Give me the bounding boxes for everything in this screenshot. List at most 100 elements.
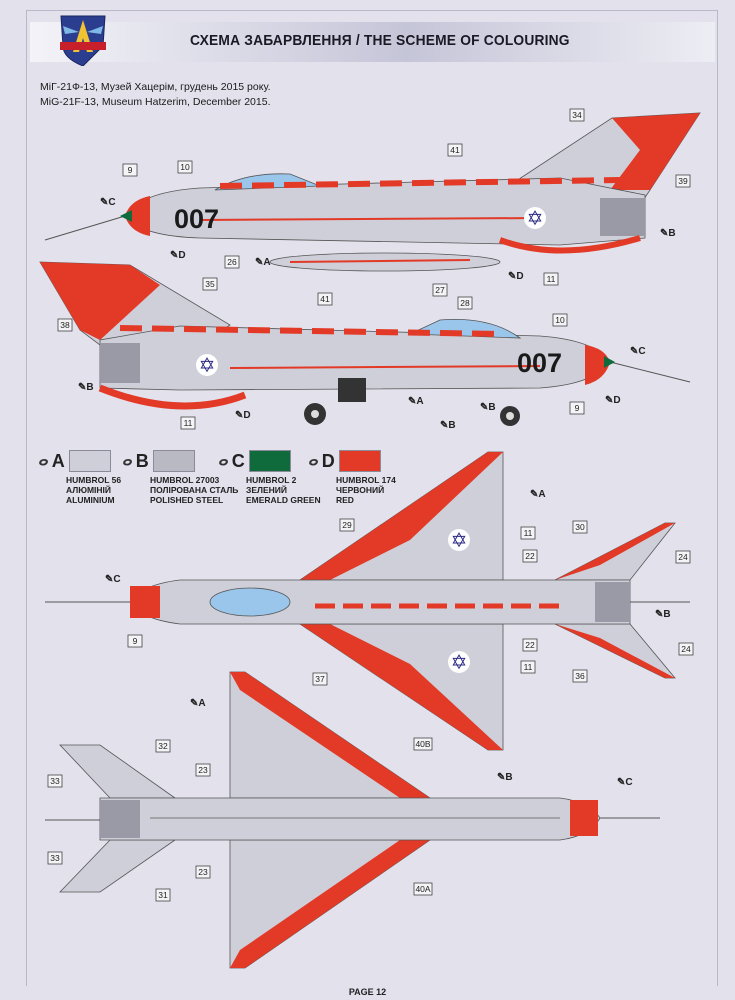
header-bar [30, 22, 715, 62]
brush-icon: ⴰ [38, 452, 48, 469]
star-of-david-icon: ✡ [527, 208, 544, 230]
swatch-b [152, 450, 195, 472]
brush-icon: ⴰ [308, 452, 318, 469]
swatch-d [338, 450, 381, 472]
svg-text:40A: 40A [415, 884, 430, 894]
side-number-left: 007 [174, 204, 219, 234]
paint-marker-a: ✎A [190, 698, 206, 709]
paint-markers: ✎C✎D✎A✎B✎D✎B✎B✎A✎B✎D✎C✎D✎A✎C✎B✎A✎B✎C [78, 197, 676, 788]
callout-22: 22 [522, 638, 538, 652]
paint-marker-c: ✎C [617, 777, 633, 788]
side-number-right: 007 [517, 348, 562, 378]
svg-text:29: 29 [342, 520, 352, 530]
callout-24: 24 [678, 642, 694, 656]
svg-text:33: 33 [50, 776, 60, 786]
svg-text:38: 38 [60, 320, 70, 330]
svg-text:24: 24 [681, 644, 691, 654]
callout-11: 11 [543, 272, 559, 286]
paint-marker-a: ✎A [255, 257, 271, 268]
callout-31: 31 [155, 888, 171, 902]
paint-marker-d: ✎D [235, 410, 251, 421]
aircraft-caption: МіГ-21Ф-13, Музей Хацерім, грудень 2015 … [40, 80, 271, 110]
svg-text:23: 23 [198, 765, 208, 775]
paint-marker-b: ✎B [440, 420, 456, 431]
bottom-view [45, 671, 660, 969]
callout-11: 11 [520, 526, 536, 540]
svg-text:11: 11 [547, 274, 556, 284]
callout-40A: 40A [413, 882, 433, 896]
svg-text:27: 27 [435, 285, 445, 295]
svg-text:9: 9 [128, 165, 133, 175]
svg-text:34: 34 [572, 110, 582, 120]
svg-text:22: 22 [525, 640, 535, 650]
paint-marker-b: ✎B [655, 609, 671, 620]
callout-27: 27 [432, 283, 448, 297]
callout-36: 36 [572, 669, 588, 683]
svg-text:39: 39 [678, 176, 688, 186]
page-frame [26, 10, 718, 986]
paint-marker-b: ✎B [480, 402, 496, 413]
swatch-c [248, 450, 291, 472]
caption-english: MiG-21F-13, Museum Hatzerim, December 20… [40, 96, 271, 108]
callout-30: 30 [572, 520, 588, 534]
paint-marker-c: ✎C [630, 346, 646, 357]
star-of-david-icon: ✡ [451, 652, 468, 674]
side-view-left: 007 ✡ [44, 112, 701, 272]
svg-text:31: 31 [158, 890, 168, 900]
svg-text:32: 32 [158, 741, 168, 751]
callout-29: 29 [339, 518, 355, 532]
paint-marker-d: ✎D [605, 395, 621, 406]
svg-text:11: 11 [524, 528, 533, 538]
callout-9: 9 [569, 401, 585, 415]
callout-41: 41 [317, 292, 333, 306]
callout-35: 35 [202, 277, 218, 291]
callout-39: 39 [675, 174, 691, 188]
callout-33: 33 [47, 851, 63, 865]
callout-24: 24 [675, 550, 691, 564]
svg-text:41: 41 [450, 145, 460, 155]
paint-marker-d: ✎D [170, 250, 186, 261]
callout-26: 26 [224, 255, 240, 269]
page-number: PAGE 12 [348, 987, 387, 997]
svg-text:23: 23 [198, 867, 208, 877]
callout-10: 10 [552, 313, 568, 327]
svg-text:37: 37 [315, 674, 325, 684]
paint-marker-b: ✎B [78, 382, 94, 393]
top-view: ✡ ✡ [45, 451, 690, 751]
modelsvit-logo [60, 15, 106, 66]
callout-34: 34 [569, 108, 585, 122]
callout-33: 33 [47, 774, 63, 788]
side-view-right: 007 ✡ [39, 261, 691, 426]
callout-23: 23 [195, 763, 211, 777]
callout-9: 9 [122, 163, 138, 177]
page-title: СХЕМА ЗАБАРВЛЕННЯ / THE SCHEME OF COLOUR… [190, 32, 570, 49]
svg-text:41: 41 [320, 294, 330, 304]
brush-icon: ⴰ [218, 452, 228, 469]
callout-11: 11 [180, 416, 196, 430]
callout-37: 37 [312, 672, 328, 686]
paint-marker-c: ✎C [105, 574, 121, 585]
caption-ukrainian: МіГ-21Ф-13, Музей Хацерім, грудень 2015 … [40, 81, 271, 93]
svg-text:11: 11 [184, 418, 193, 428]
paint-marker-b: ✎B [497, 772, 513, 783]
callout-10: 10 [177, 160, 193, 174]
svg-text:22: 22 [525, 551, 535, 561]
svg-text:28: 28 [460, 298, 470, 308]
swatch-a [68, 450, 111, 472]
callout-28: 28 [457, 296, 473, 310]
svg-text:36: 36 [575, 671, 585, 681]
callout-38: 38 [57, 318, 73, 332]
callout-labels: 34 41 10 9 39 26 27 11 35 41 28 10 38 11 9 29 11 22 30 24 9 3… [47, 108, 694, 902]
callout-41: 41 [447, 143, 463, 157]
svg-text:24: 24 [678, 552, 688, 562]
callout-9: 9 [127, 634, 143, 648]
svg-text:30: 30 [575, 522, 585, 532]
svg-text:40B: 40B [415, 739, 430, 749]
star-of-david-icon: ✡ [199, 355, 216, 377]
svg-text:10: 10 [555, 315, 565, 325]
svg-text:11: 11 [524, 662, 533, 672]
svg-text:10: 10 [180, 162, 190, 172]
